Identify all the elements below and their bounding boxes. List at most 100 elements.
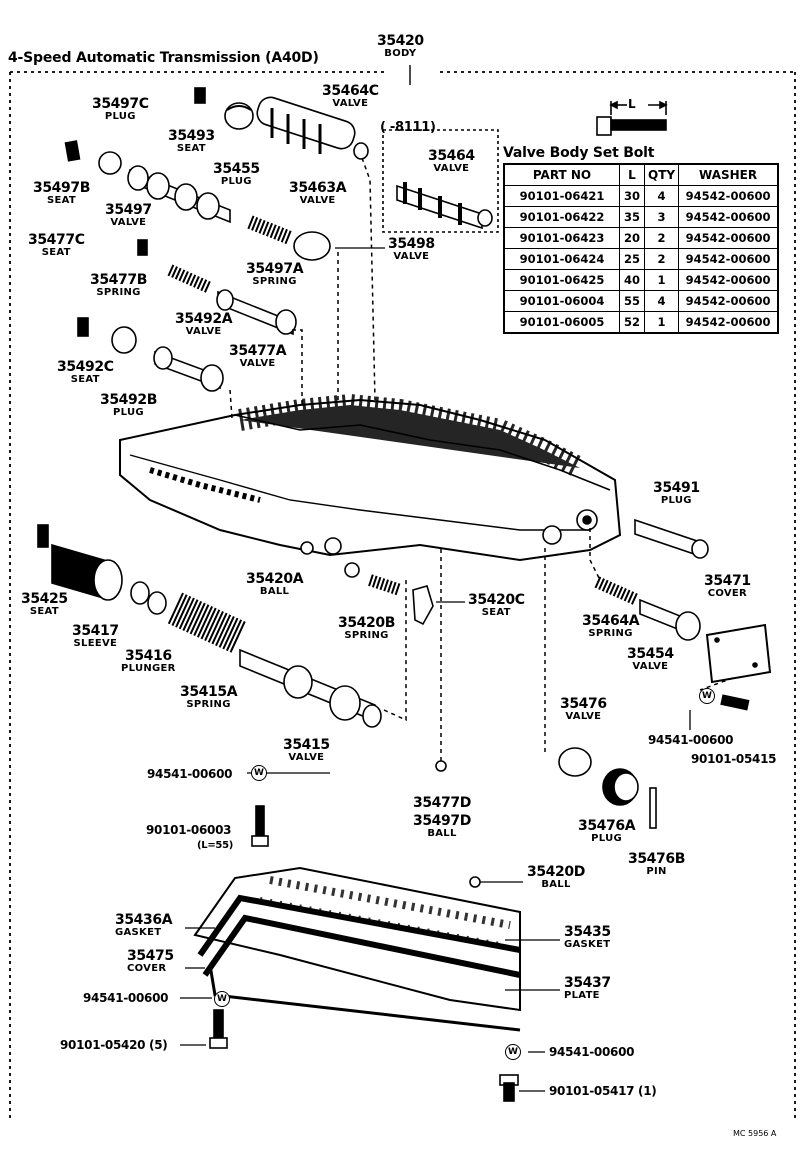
label-35477D: 35477D xyxy=(413,795,471,811)
valve-35498 xyxy=(293,231,331,261)
spring-35477B xyxy=(167,264,213,294)
cell: 55 xyxy=(619,290,645,312)
footer-code: MC 5956 A xyxy=(733,1129,777,1138)
valve-35454 xyxy=(639,598,701,641)
bolt-table-title: Valve Body Set Bolt xyxy=(503,145,655,161)
valve-35477A xyxy=(216,289,297,336)
cell: 90101-06424 xyxy=(503,248,620,270)
washer-icon: W xyxy=(251,765,267,781)
washer-icon: W xyxy=(505,1044,521,1060)
valve-body-35420 xyxy=(119,393,622,562)
cell: 94542-00600 xyxy=(678,269,779,291)
bolt-90101-05420 xyxy=(209,1009,228,1049)
label-bolt-b-length: (L=55) xyxy=(197,840,234,851)
spring-35415A xyxy=(167,592,248,654)
frame-border xyxy=(9,71,796,1118)
cell: 94542-00600 xyxy=(678,290,779,312)
plug-35497C xyxy=(98,151,122,175)
label-washer-a: 94541-00600 xyxy=(648,733,734,747)
sleeve-35417 xyxy=(51,543,123,601)
bolt-90101-06003 xyxy=(251,805,269,847)
cell: 90101-06421 xyxy=(503,185,620,207)
plug-35455 xyxy=(224,102,254,130)
range-label: ( -8111) xyxy=(380,120,436,135)
seat-35477C xyxy=(137,239,148,256)
bolt-table: Valve Body Set Bolt PART NO L QTY WASHER… xyxy=(503,145,780,334)
ball-35477D xyxy=(435,760,447,772)
cell: 90101-06422 xyxy=(503,206,620,228)
washer-icon: W xyxy=(699,688,715,704)
cell: 40 xyxy=(619,269,645,291)
seat-35497B xyxy=(64,140,81,162)
valve-35464C xyxy=(256,96,369,160)
cell: 4 xyxy=(643,290,680,312)
valve-35464 xyxy=(396,182,493,230)
label-washer-c: 94541-00600 xyxy=(83,991,169,1005)
label-bolt-b: 90101-06003 xyxy=(146,823,232,837)
plug-35492B xyxy=(111,326,137,354)
cell: 30 xyxy=(619,185,645,207)
dimension-label: L xyxy=(628,97,636,111)
label-bolt-c: 90101-05420 (5) xyxy=(60,1038,168,1052)
cell: 52 xyxy=(619,311,645,334)
spring-35464A xyxy=(594,576,640,606)
lower-plate-stack xyxy=(193,866,521,1032)
cell: 3 xyxy=(643,206,680,228)
cell: 90101-06425 xyxy=(503,269,620,291)
spring-35497A xyxy=(247,215,293,245)
plunger-35416 xyxy=(130,581,167,615)
valve-35476 xyxy=(558,747,592,777)
cover-35471 xyxy=(705,623,772,684)
valve-35492A xyxy=(153,346,224,392)
col-part-no: PART NO xyxy=(503,163,620,186)
cell: 25 xyxy=(619,248,645,270)
plug-35491 xyxy=(634,518,709,559)
bolt-dimension xyxy=(596,100,668,136)
bolt-90101-05417 xyxy=(499,1074,519,1102)
cell: 94542-00600 xyxy=(678,206,779,228)
cell: 90101-06004 xyxy=(503,290,620,312)
label-bolt-d: 90101-05417 (1) xyxy=(549,1084,657,1098)
bolt-90101-05415 xyxy=(720,694,750,711)
valve-35415 xyxy=(239,648,382,728)
cell: 94542-00600 xyxy=(678,227,779,249)
page-title: 4-Speed Automatic Transmission (A40D) xyxy=(8,50,319,66)
label-washer-b: 94541-00600 xyxy=(147,767,233,781)
valve-35497 xyxy=(127,165,231,224)
